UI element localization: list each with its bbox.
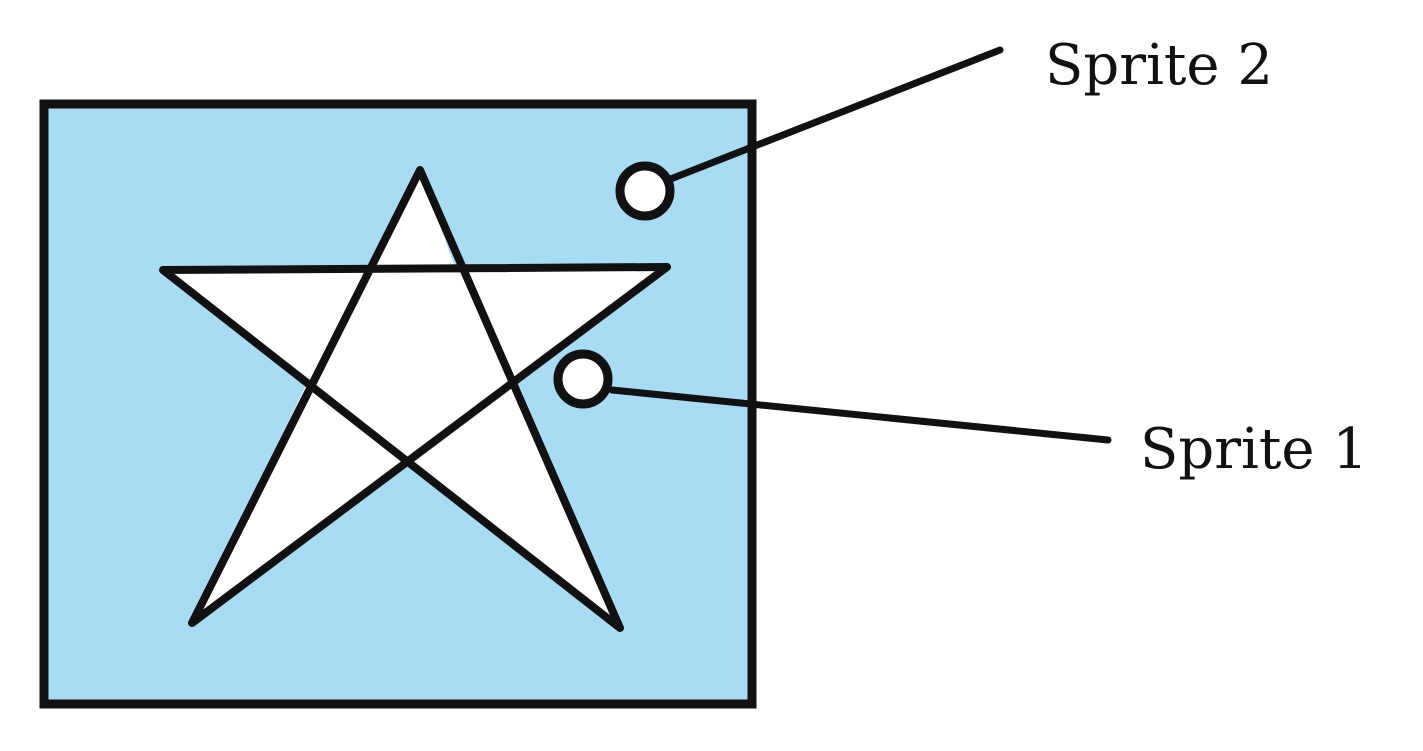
sprite-2 xyxy=(615,161,675,221)
star-outline xyxy=(159,166,671,632)
sprite-1-label: Sprite 1 xyxy=(1140,417,1368,482)
star-interior xyxy=(163,170,667,628)
leader-line-sprite-1 xyxy=(608,386,1112,444)
leader-line-sprite-2 xyxy=(664,46,1004,184)
sprite-2-label: Sprite 2 xyxy=(1045,33,1273,98)
sprite-1 xyxy=(553,349,613,409)
